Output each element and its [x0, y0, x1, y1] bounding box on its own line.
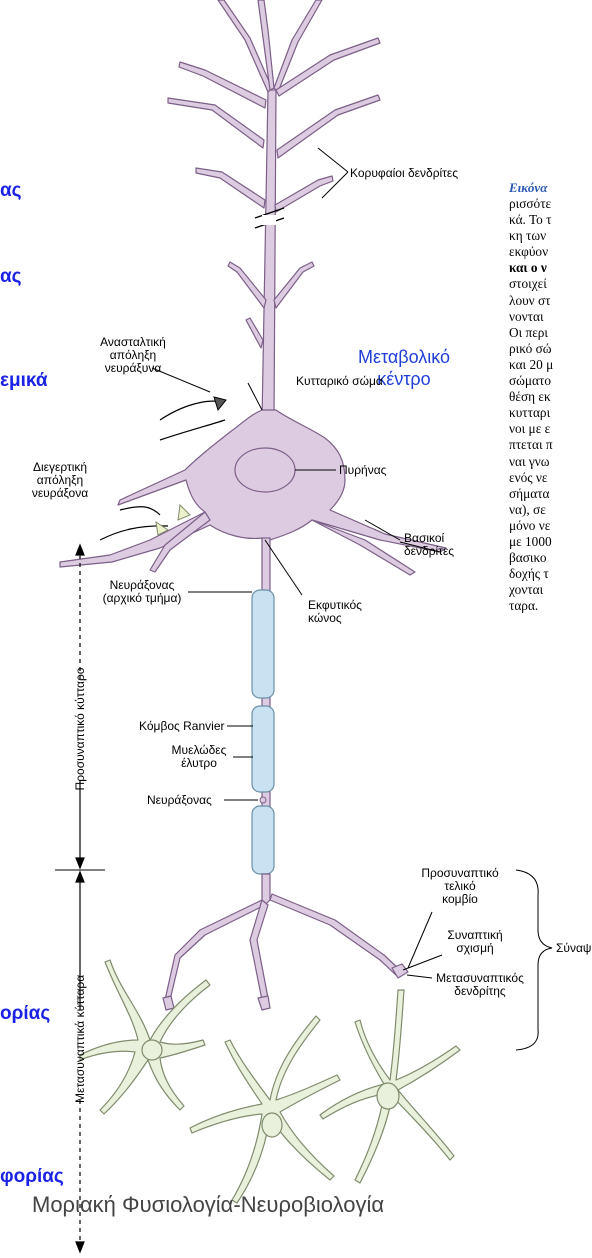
post-nucleus — [377, 1083, 399, 1109]
caption-line: δοχής τ — [509, 566, 553, 582]
cell-body — [60, 410, 446, 575]
caption-line: κη των — [509, 228, 553, 244]
caption-line: νονται — [509, 309, 553, 325]
caption-line: και ο ν — [509, 260, 553, 276]
postsynaptic-cells — [80, 960, 460, 1203]
label-presynaptic-terminal: Προσυναπτικό τελικό κομβίο — [410, 867, 510, 906]
caption-line: λουν στ — [509, 293, 553, 309]
basal-line: δενδρίτες — [404, 545, 454, 558]
left-fragment-2: ας — [0, 266, 22, 288]
inhibitory-line: νευράξυνα — [85, 362, 181, 375]
label-axon: Νευράξονας — [147, 794, 212, 807]
excitatory-line: νευράξονα — [20, 487, 100, 500]
caption-line: και 20 μ — [509, 357, 553, 373]
caption-line: ρισσότε — [509, 196, 553, 212]
apical-dendrites — [168, 0, 380, 420]
caption-text: ρισσότε κά. Το τ κη των εκφύον και ο ν σ… — [509, 196, 553, 614]
hillock-line: κώνος — [308, 612, 362, 625]
label-nucleus: Πυρήνας — [339, 464, 386, 477]
myelin-segments — [252, 590, 274, 874]
caption-line: εκφύον — [509, 244, 553, 260]
caption-title: Εικόνα — [509, 180, 547, 196]
caption-line: βασικο — [509, 550, 553, 566]
label-postsynaptic-cells: Μετασυναπτικά κύτταρα — [73, 999, 87, 1103]
label-synaptic-cleft: Συναπτική σχισμή — [440, 929, 510, 955]
myelin-line: έλυτρο — [168, 757, 230, 770]
left-fragment-3: εμικά — [0, 370, 48, 392]
ranvier-node-small — [260, 797, 266, 803]
caption-line: με 1000 — [509, 534, 553, 550]
post-dendrite-line: δενδρίτης — [430, 985, 530, 998]
axon-initial-line: (αρχικό τμήμα) — [94, 592, 190, 605]
footer-title: Μοριακή Φυσιολογία-Νευροβιολογία — [32, 1192, 384, 1218]
trunk-break-gap — [262, 215, 276, 225]
presynaptic-line: κομβίο — [410, 893, 510, 906]
myelin-segment — [252, 590, 274, 698]
label-inhibitory-terminal: Ανασταλτική απόληξη νευράξυνα — [85, 336, 181, 375]
cleft-line: σχισμή — [440, 942, 510, 955]
caption-line: θέση εκ — [509, 389, 553, 405]
caption-line: σήματα — [509, 486, 553, 502]
caption-line: χονται — [509, 582, 553, 598]
caption-line: κυτταρι — [509, 405, 553, 421]
label-presynaptic-cell: Προσυναπτικό κύτταρο — [73, 665, 87, 793]
label-axon-hillock: Εκφυτικός κώνος — [308, 599, 362, 625]
caption-line: ναι γνω — [509, 454, 553, 470]
caption-line: στοιχεί — [509, 276, 553, 292]
caption-line: Οι περι — [509, 325, 553, 341]
caption-line: σώματο — [509, 373, 553, 389]
side-arrows — [55, 545, 105, 1252]
excitatory-terminal-shape — [178, 505, 190, 520]
caption-line: μόνο νε — [509, 518, 553, 534]
label-synapse: Σύναψη — [556, 942, 592, 955]
left-fragment-4: ορίας — [0, 1003, 50, 1025]
caption-line: ταρα. — [509, 598, 553, 614]
label-postsynaptic-dendrite: Μετασυναπτικός δενδρίτης — [430, 972, 530, 998]
caption-line: να), σε — [509, 502, 553, 518]
label-ranvier-node: Κόμβος Ranvier — [139, 720, 225, 733]
caption-line: κά. Το τ — [509, 212, 553, 228]
left-fragment-5: φορίας — [0, 1166, 64, 1188]
metabolic-center-line: Μεταβολικό — [356, 346, 452, 368]
label-myelin-sheath: Μυελώδες έλυτρο — [168, 744, 230, 770]
inhibitory-terminal-shape — [214, 397, 226, 410]
label-excitatory-terminal: Διεγερτική απόληξη νευράξονα — [20, 461, 100, 500]
myelin-segment — [252, 806, 274, 874]
label-axon-initial: Νευράξονας (αρχικό τμήμα) — [94, 579, 190, 605]
caption-line: νοι με ε — [509, 421, 553, 437]
caption-line: ρικό σώ — [509, 341, 553, 357]
label-apical-dendrites: Κορυφαίοι δενδρίτες — [350, 167, 458, 180]
caption-line: ενός νε — [509, 470, 553, 486]
post-nucleus — [262, 1113, 282, 1137]
caption-line: πτεται π — [509, 437, 553, 453]
nucleus — [235, 448, 295, 492]
myelin-segment — [252, 706, 274, 792]
label-basal-dendrites: Βασικοί δενδρίτες — [404, 532, 454, 558]
label-cell-body: Κυτταρικό σώμα — [296, 375, 383, 388]
post-nucleus — [142, 1040, 162, 1060]
left-fragment-1: ας — [0, 180, 22, 202]
